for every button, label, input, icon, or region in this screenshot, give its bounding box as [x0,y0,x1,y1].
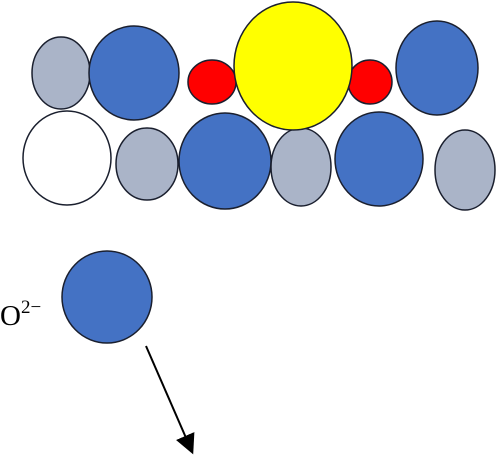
bottom-white-atom [22,110,112,206]
top-blue-atom-right [395,20,479,116]
bottom-grey-atom-3 [434,129,496,211]
oxygen-ion-label: O2− [0,298,41,331]
ion-charge: 2− [20,297,42,318]
red-atom-right [347,59,393,105]
bottom-blue-atom-1 [178,112,272,210]
detached-oxygen-ion [61,250,153,344]
red-atom-left [187,59,237,105]
migration-arrow [145,345,195,455]
bottom-grey-atom-1 [115,127,179,201]
top-grey-atom [31,36,91,110]
ion-symbol: O [0,300,21,332]
bottom-blue-atom-2 [334,111,424,207]
top-blue-atom-left [88,25,180,121]
bottom-grey-atom-2 [270,127,332,207]
yellow-atom [233,1,353,131]
